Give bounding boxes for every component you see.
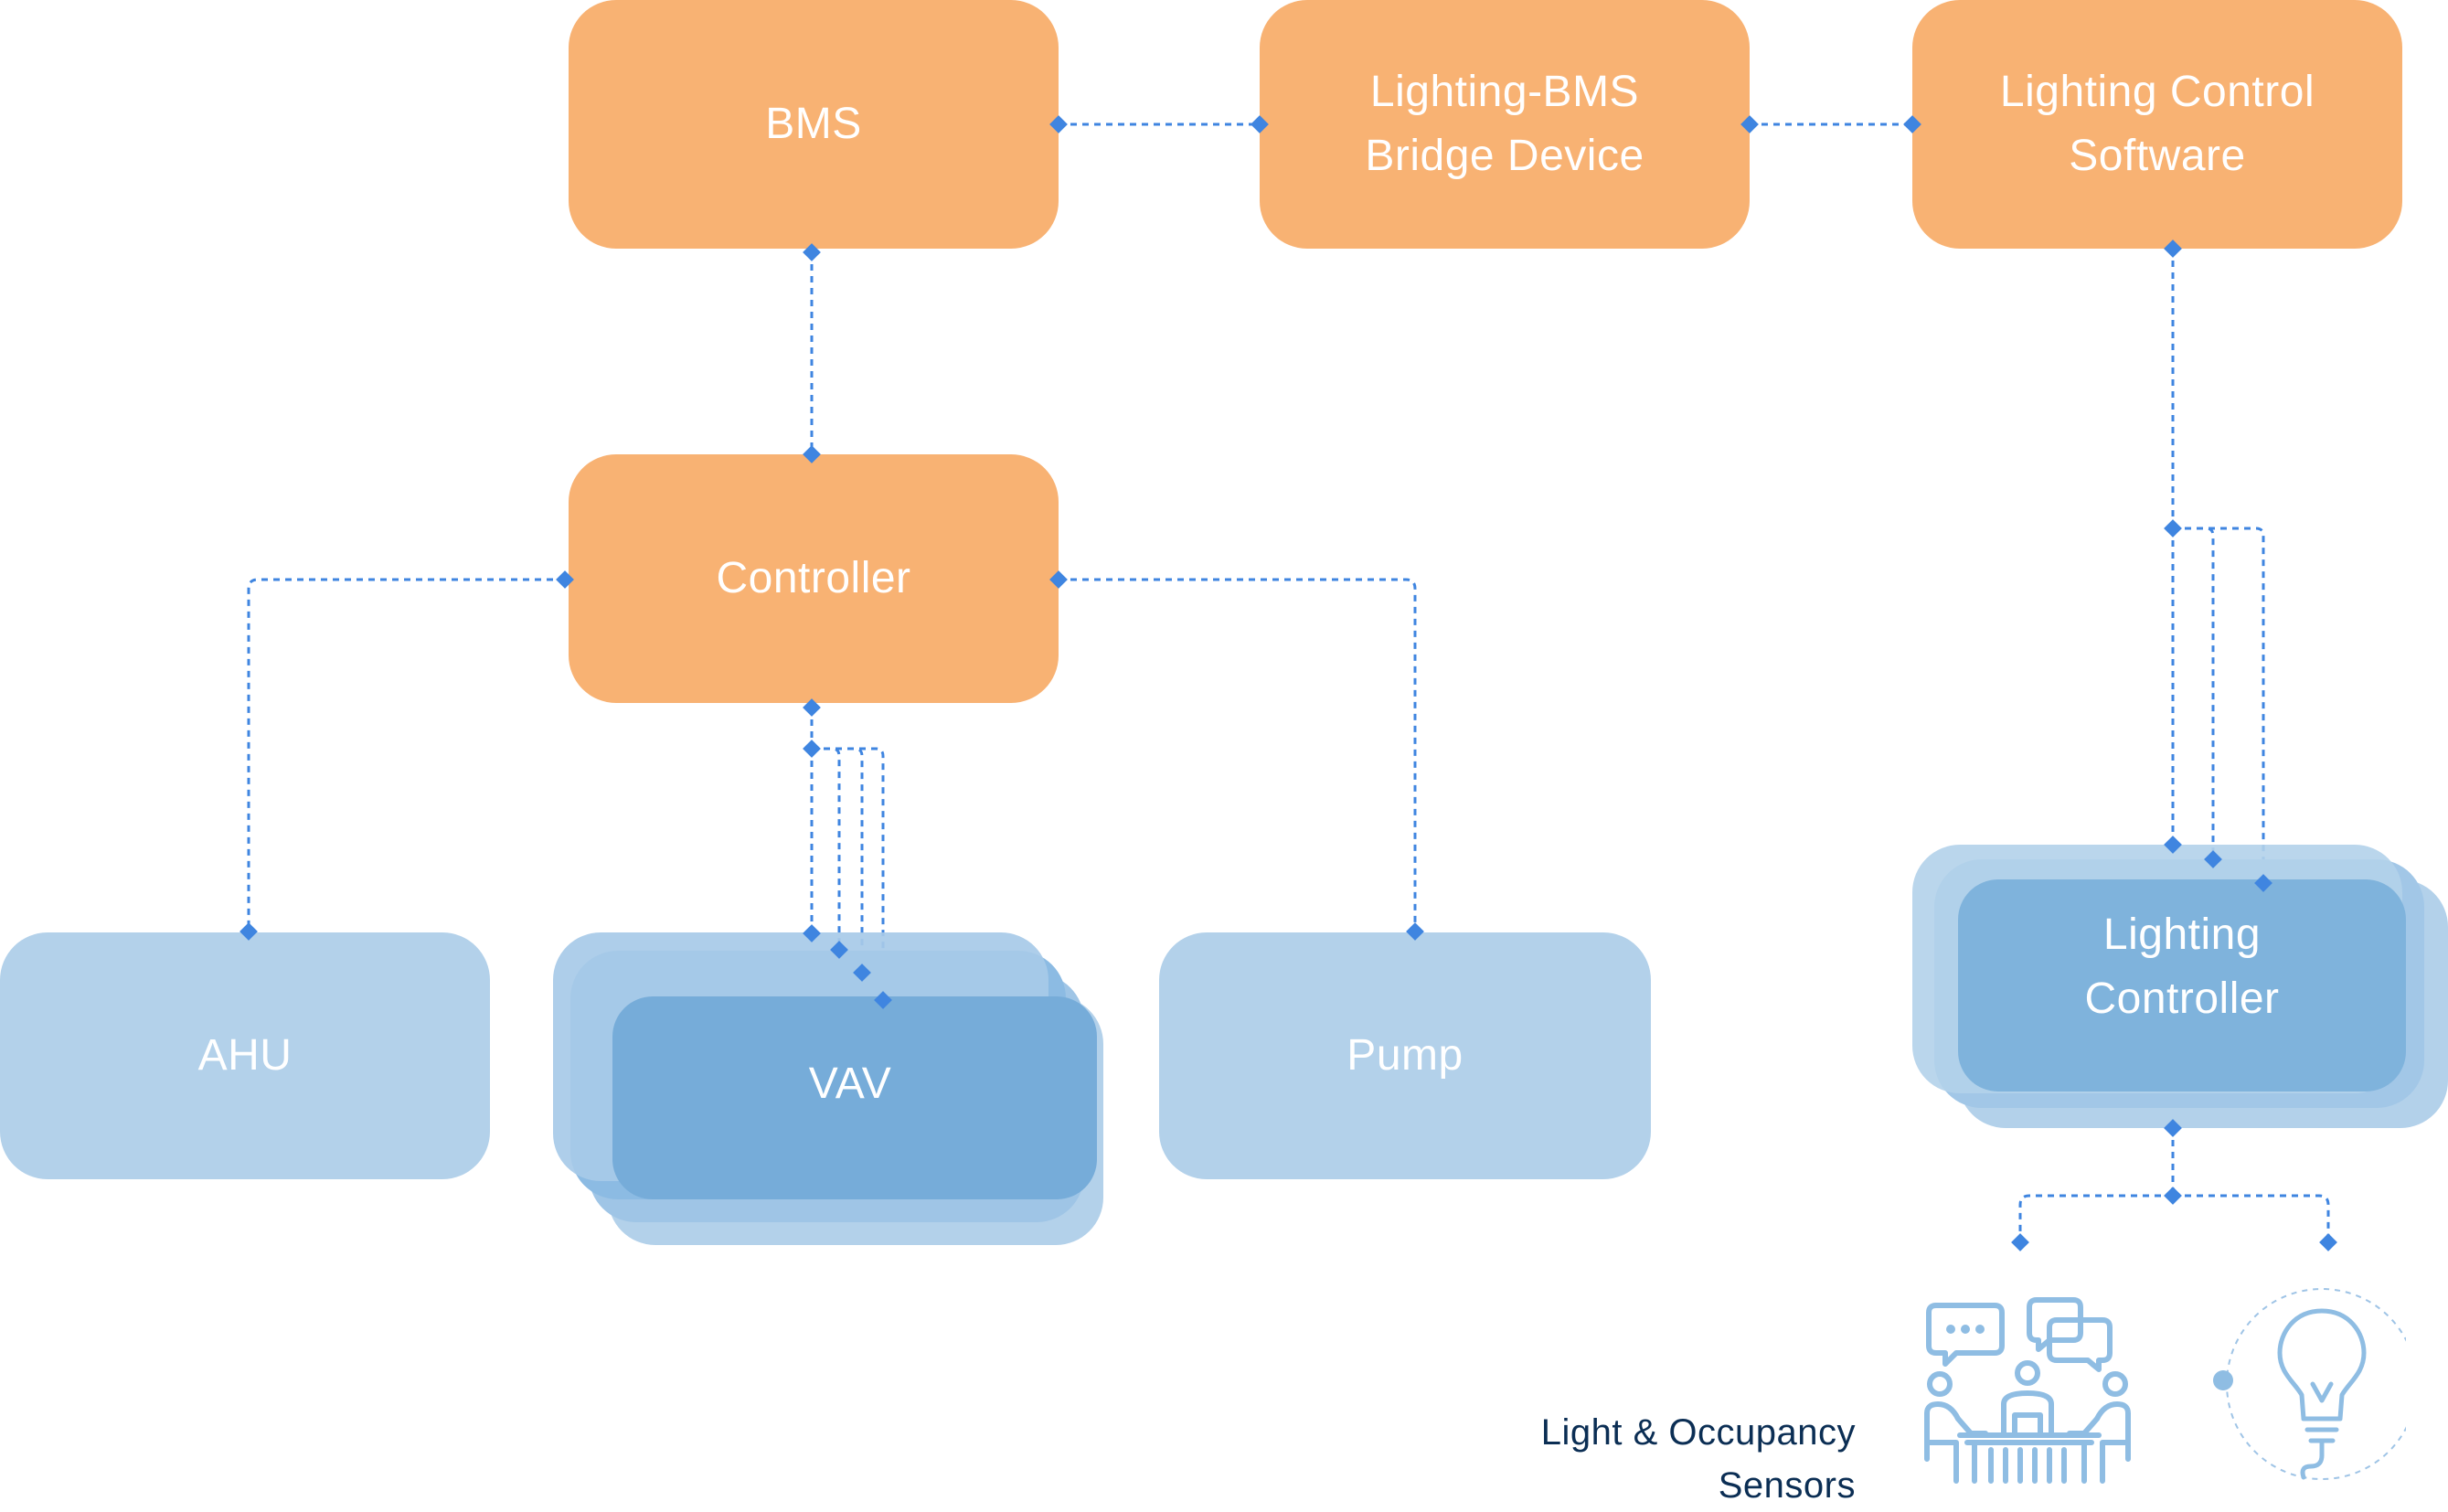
marker-software-bottom [2164, 240, 2182, 258]
marker-ahu-top [239, 922, 258, 941]
ahu-node: AHU [0, 932, 490, 1179]
link-controller-vav-3 [812, 747, 864, 973]
link-software-lc-2 [2173, 527, 2215, 859]
marker-vav-1 [803, 924, 821, 942]
link-software-lc-3 [2173, 527, 2265, 883]
marker-software-left [1903, 115, 1921, 133]
marker-bridge-right [1740, 115, 1759, 133]
meeting-occupancy-icon [1924, 1297, 2131, 1484]
marker-lc-junction [2164, 519, 2182, 538]
vav-label: VAV [808, 1059, 892, 1109]
marker-vav-2 [830, 941, 848, 959]
ahu-label: AHU [197, 1031, 293, 1081]
marker-sensor-left [2011, 1233, 2029, 1251]
marker-lc-bottom [2164, 1119, 2182, 1137]
lighting-controller-node: Lighting Controller [1958, 879, 2406, 1091]
link-lc-sensor-right [2173, 1194, 2330, 1242]
link-controller-pump [1059, 578, 1417, 932]
pump-node: Pump [1159, 932, 1651, 1179]
marker-vav-junction [803, 740, 821, 758]
link-lc-sensor-left [2018, 1194, 2173, 1242]
controller-node: Controller [569, 454, 1059, 703]
bridge-device-node: Lighting-BMS Bridge Device [1260, 0, 1750, 249]
marker-lc-1 [2164, 836, 2182, 854]
marker-lc-3 [2254, 874, 2272, 892]
marker-bms-right [1049, 115, 1068, 133]
lighting-control-software-label: Lighting Control Software [1999, 68, 2315, 180]
lighting-controller-label: Lighting Controller [2084, 910, 2280, 1023]
marker-pump-top [1406, 922, 1424, 941]
bms-node: BMS [569, 0, 1059, 249]
marker-vav-4 [874, 991, 892, 1009]
marker-lc-2 [2204, 850, 2222, 868]
bridge-device-label: Lighting-BMS Bridge Device [1365, 68, 1644, 180]
vav-node: VAV [612, 996, 1097, 1199]
link-controller-ahu [247, 578, 565, 932]
bms-label: BMS [765, 100, 862, 149]
marker-sensor-right [2319, 1233, 2337, 1251]
marker-controller-left [556, 570, 574, 589]
link-controller-vav-2 [812, 747, 841, 950]
lighting-control-software-node: Lighting Control Software [1912, 0, 2402, 249]
marker-controller-bottom [803, 698, 821, 717]
marker-vav-3 [853, 964, 871, 982]
marker-controller-right [1049, 570, 1068, 589]
marker-bms-bottom [803, 243, 821, 261]
marker-sensor-junction [2164, 1187, 2182, 1205]
pump-label: Pump [1346, 1031, 1463, 1081]
marker-controller-top [803, 445, 821, 463]
link-controller-vav-4 [812, 747, 885, 1000]
controller-label: Controller [716, 554, 911, 603]
marker-bridge-left [1251, 115, 1269, 133]
lightbulb-icon [2213, 1288, 2406, 1480]
